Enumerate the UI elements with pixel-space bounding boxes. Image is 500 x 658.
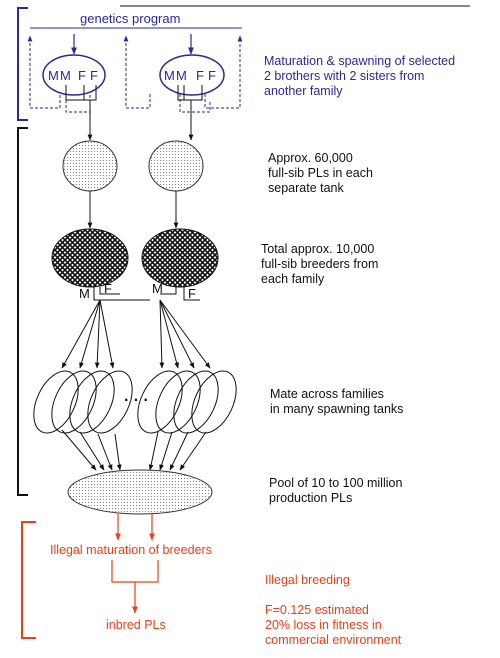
inbred-pls-label: inbred PLs — [106, 618, 166, 632]
fanout-arrow — [79, 299, 101, 369]
pls-tank-left — [62, 140, 118, 192]
description-line: separate tank — [268, 181, 344, 195]
illegal-bracket — [21, 521, 36, 639]
fanout-arrow — [159, 299, 179, 369]
description-line: each family — [261, 272, 325, 286]
genetics-bracket — [17, 7, 28, 121]
illegal-breeding-label: Illegal breeding — [265, 573, 350, 587]
genetics-description: Maturation & spawning of selected 2 brot… — [264, 54, 500, 99]
spawning-tank — [33, 370, 79, 434]
fanout-arrow — [159, 299, 195, 369]
description-line: Maturation & spawning of selected — [264, 54, 456, 68]
converge-arrow — [148, 431, 159, 471]
spawning-tanks — [33, 370, 237, 434]
cross-label: F — [188, 286, 196, 301]
cross-label: M — [152, 281, 163, 296]
illegal-estimate: F=0.125 estimated 20% loss in fitness in… — [265, 603, 401, 648]
family-label: M — [176, 68, 187, 83]
description-line: in many spawning tanks — [270, 402, 404, 416]
description-line: Pool of 10 to 100 million — [269, 476, 403, 490]
mate-description: Mate across families in many spawning ta… — [270, 387, 403, 417]
family-ellipse-left — [42, 54, 106, 96]
spawning-tank — [87, 370, 133, 434]
recycle-loop-left — [27, 35, 61, 109]
description-line: F=0.125 estimated — [265, 603, 369, 617]
spawning-tank — [173, 370, 219, 434]
converge-arrow — [159, 431, 173, 471]
cross-label: M — [79, 286, 90, 301]
spawning-tank — [191, 370, 237, 434]
description-line: another family — [264, 84, 343, 98]
fanout-arrow — [94, 299, 101, 369]
pls-tank-right — [148, 140, 204, 192]
spawning-tank — [137, 370, 183, 434]
production-bracket — [17, 127, 28, 496]
spawning-tank — [69, 370, 115, 434]
mating-line-left — [65, 85, 85, 101]
mating-line-right-2 — [177, 85, 184, 101]
family-label: F — [196, 68, 204, 83]
description-line: full-sib breeders from — [261, 257, 379, 271]
illegal-maturation-label: Illegal maturation of breeders — [50, 543, 212, 557]
recycle-loop-center — [123, 35, 151, 109]
recycle-loop-right-inner — [179, 94, 211, 113]
mating-line-left-2 — [84, 85, 97, 101]
converge-arrows — [61, 429, 207, 471]
converge-arrow — [79, 431, 105, 471]
converge-arrow — [169, 431, 189, 471]
production-pool — [67, 469, 213, 515]
recycle-loop-right — [204, 35, 243, 109]
genetics-section: M M F F M M F F — [17, 5, 470, 121]
pls-description: Approx. 60,000 full-sib PLs in each sepa… — [268, 151, 373, 196]
cross-label: F — [104, 281, 112, 296]
recycle-loop-left-inner — [65, 95, 91, 113]
tanks-ellipsis: · · · — [124, 392, 149, 409]
description-line: Mate across families — [270, 387, 384, 401]
description-line: commercial environment — [265, 633, 402, 647]
family-ellipse-right — [159, 54, 225, 96]
fanout-arrow — [99, 299, 115, 369]
converge-arrow — [179, 431, 207, 471]
fanout-arrow — [159, 299, 165, 369]
breeders-description: Total approx. 10,000 full-sib breeders f… — [261, 242, 378, 287]
description-line: Approx. 60,000 — [268, 151, 353, 165]
cross-connector-left — [93, 287, 150, 301]
fanout-arrows — [61, 299, 211, 369]
production-section: M F M F · · · — [17, 100, 237, 515]
fanout-arrow — [159, 299, 211, 369]
family-label: M — [48, 68, 59, 83]
description-line: 20% loss in fitness in — [265, 618, 382, 632]
breeders-tank-right — [141, 228, 219, 288]
cross-connector-right-f — [183, 287, 200, 301]
converge-arrow — [97, 433, 113, 471]
illegal-merge-line — [111, 560, 159, 583]
description-line: full-sib PLs in each — [268, 166, 373, 180]
mating-line-right — [183, 85, 203, 101]
cross-connector-left-f — [99, 287, 120, 295]
family-label: M — [60, 68, 71, 83]
breeders-tank-left — [51, 228, 129, 288]
converge-arrow — [114, 433, 122, 471]
converge-arrow — [61, 429, 97, 471]
pool-description: Pool of 10 to 100 million production PLs — [269, 476, 402, 506]
family-label: F — [90, 68, 98, 83]
illegal-section — [21, 514, 159, 639]
description-line: 2 brothers with 2 sisters from — [264, 69, 425, 83]
family-label: M — [164, 68, 175, 83]
genetics-header: genetics program — [80, 11, 181, 26]
description-line: Total approx. 10,000 — [261, 242, 375, 256]
spawning-tank — [51, 370, 97, 434]
description-line: production PLs — [269, 491, 353, 505]
family-label: F — [208, 68, 216, 83]
fanout-arrow — [61, 299, 101, 369]
spawning-tank — [155, 370, 201, 434]
family-label: F — [78, 68, 86, 83]
cross-connector-right — [160, 287, 177, 295]
